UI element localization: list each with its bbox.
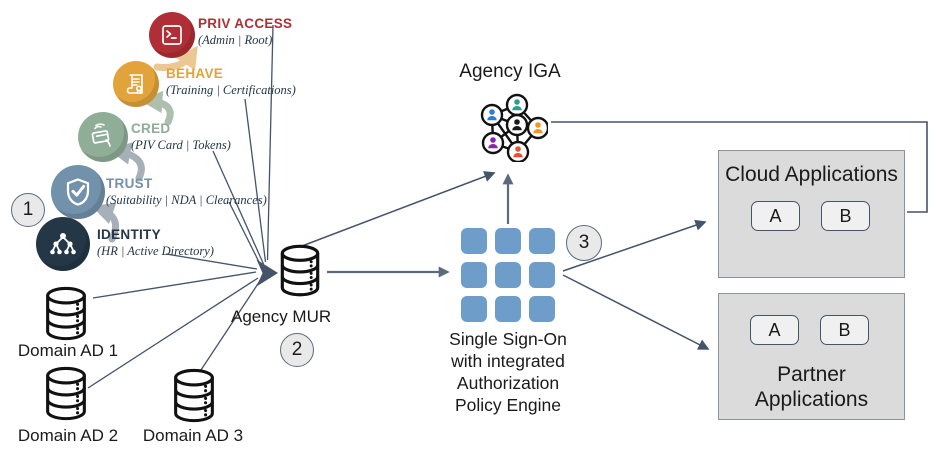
sso-grid-cell: [461, 296, 487, 322]
trust-label: TRUST: [106, 176, 153, 191]
sso-label-line4: Policy Engine: [454, 395, 562, 415]
priv-access-sublabel: (Admin | Root): [198, 33, 273, 47]
domain-ad3-database: [170, 368, 218, 429]
sso-grid-cell: [529, 262, 555, 288]
sso-grid-cell: [495, 262, 521, 288]
priv-access-label: PRIV ACCESS: [198, 16, 293, 31]
cred-label: CRED: [131, 121, 171, 136]
domain-ad3-label: Domain AD 3: [142, 426, 244, 445]
sso-label-line3: Authorization: [456, 373, 560, 393]
behave-sublabel: (Training | Certifications): [166, 83, 296, 97]
sso-grid-cell: [461, 262, 487, 288]
domain-ad1-database: [42, 286, 90, 347]
agency-iga-node: [472, 90, 550, 167]
partner-applications-box: A B Partner Applications: [718, 293, 905, 420]
database-icon: [280, 244, 320, 297]
agency-iga-label: Agency IGA: [459, 61, 561, 82]
sso-label: Single Sign-On with integrated Authoriza…: [418, 328, 598, 416]
sso-policy-engine-node: [461, 228, 555, 322]
sso-grid-cell: [529, 228, 555, 254]
domain-ad2-database: [42, 366, 90, 427]
shield-check-icon: [66, 178, 90, 206]
sso-grid-cell: [495, 296, 521, 322]
priv-access-circle: [149, 12, 195, 58]
sso-grid-cell: [529, 296, 555, 322]
cloud-applications-title: Cloud Applications: [725, 163, 898, 186]
identity-label: IDENTITY: [97, 227, 161, 242]
people-network-icon: [480, 93, 550, 164]
trust-circle: [51, 165, 105, 219]
domain-ad2-label: Domain AD 2: [17, 426, 119, 445]
contactless-card-icon: [91, 123, 111, 147]
sso-label-line1: Single Sign-On: [449, 329, 567, 349]
domain-ad1-label: Domain AD 1: [17, 341, 119, 360]
database-icon: [46, 366, 86, 421]
partner-app-a: A: [750, 315, 799, 345]
trust-sublabel: (Suitability | NDA | Clearances): [106, 193, 267, 207]
cloud-applications-box: Cloud Applications A B: [718, 150, 905, 278]
partner-applications-title: Partner Applications: [754, 363, 869, 411]
identity-circle: [36, 217, 90, 271]
certificate-icon: [126, 74, 143, 94]
identity-sublabel: (HR | Active Directory): [97, 244, 214, 258]
mur-arrowhead: [256, 259, 278, 287]
step-badge-2: 2: [280, 333, 314, 367]
org-tree-icon: [50, 233, 76, 255]
step-badge-1: 1: [11, 193, 45, 227]
cloud-app-b: B: [821, 201, 870, 231]
cloud-app-a: A: [751, 201, 800, 231]
cred-circle: [78, 112, 128, 162]
sso-label-line2: with integrated: [451, 351, 565, 371]
step-badge-3: 3: [566, 225, 602, 261]
behave-label: BEHAVE: [166, 66, 224, 81]
cred-sublabel: (PIV Card | Tokens): [131, 138, 231, 152]
behave-circle: [113, 61, 159, 107]
flow-arrows: [301, 121, 928, 350]
fan-in-lines: [87, 24, 274, 389]
agency-mur-label: Agency MUR: [231, 307, 332, 326]
sso-grid-cell: [495, 228, 521, 254]
agency-mur-database: [277, 244, 323, 303]
terminal-icon: [162, 25, 182, 45]
database-icon: [174, 368, 214, 423]
sso-grid-cell: [461, 228, 487, 254]
database-icon: [46, 286, 86, 341]
partner-app-b: B: [820, 315, 869, 345]
